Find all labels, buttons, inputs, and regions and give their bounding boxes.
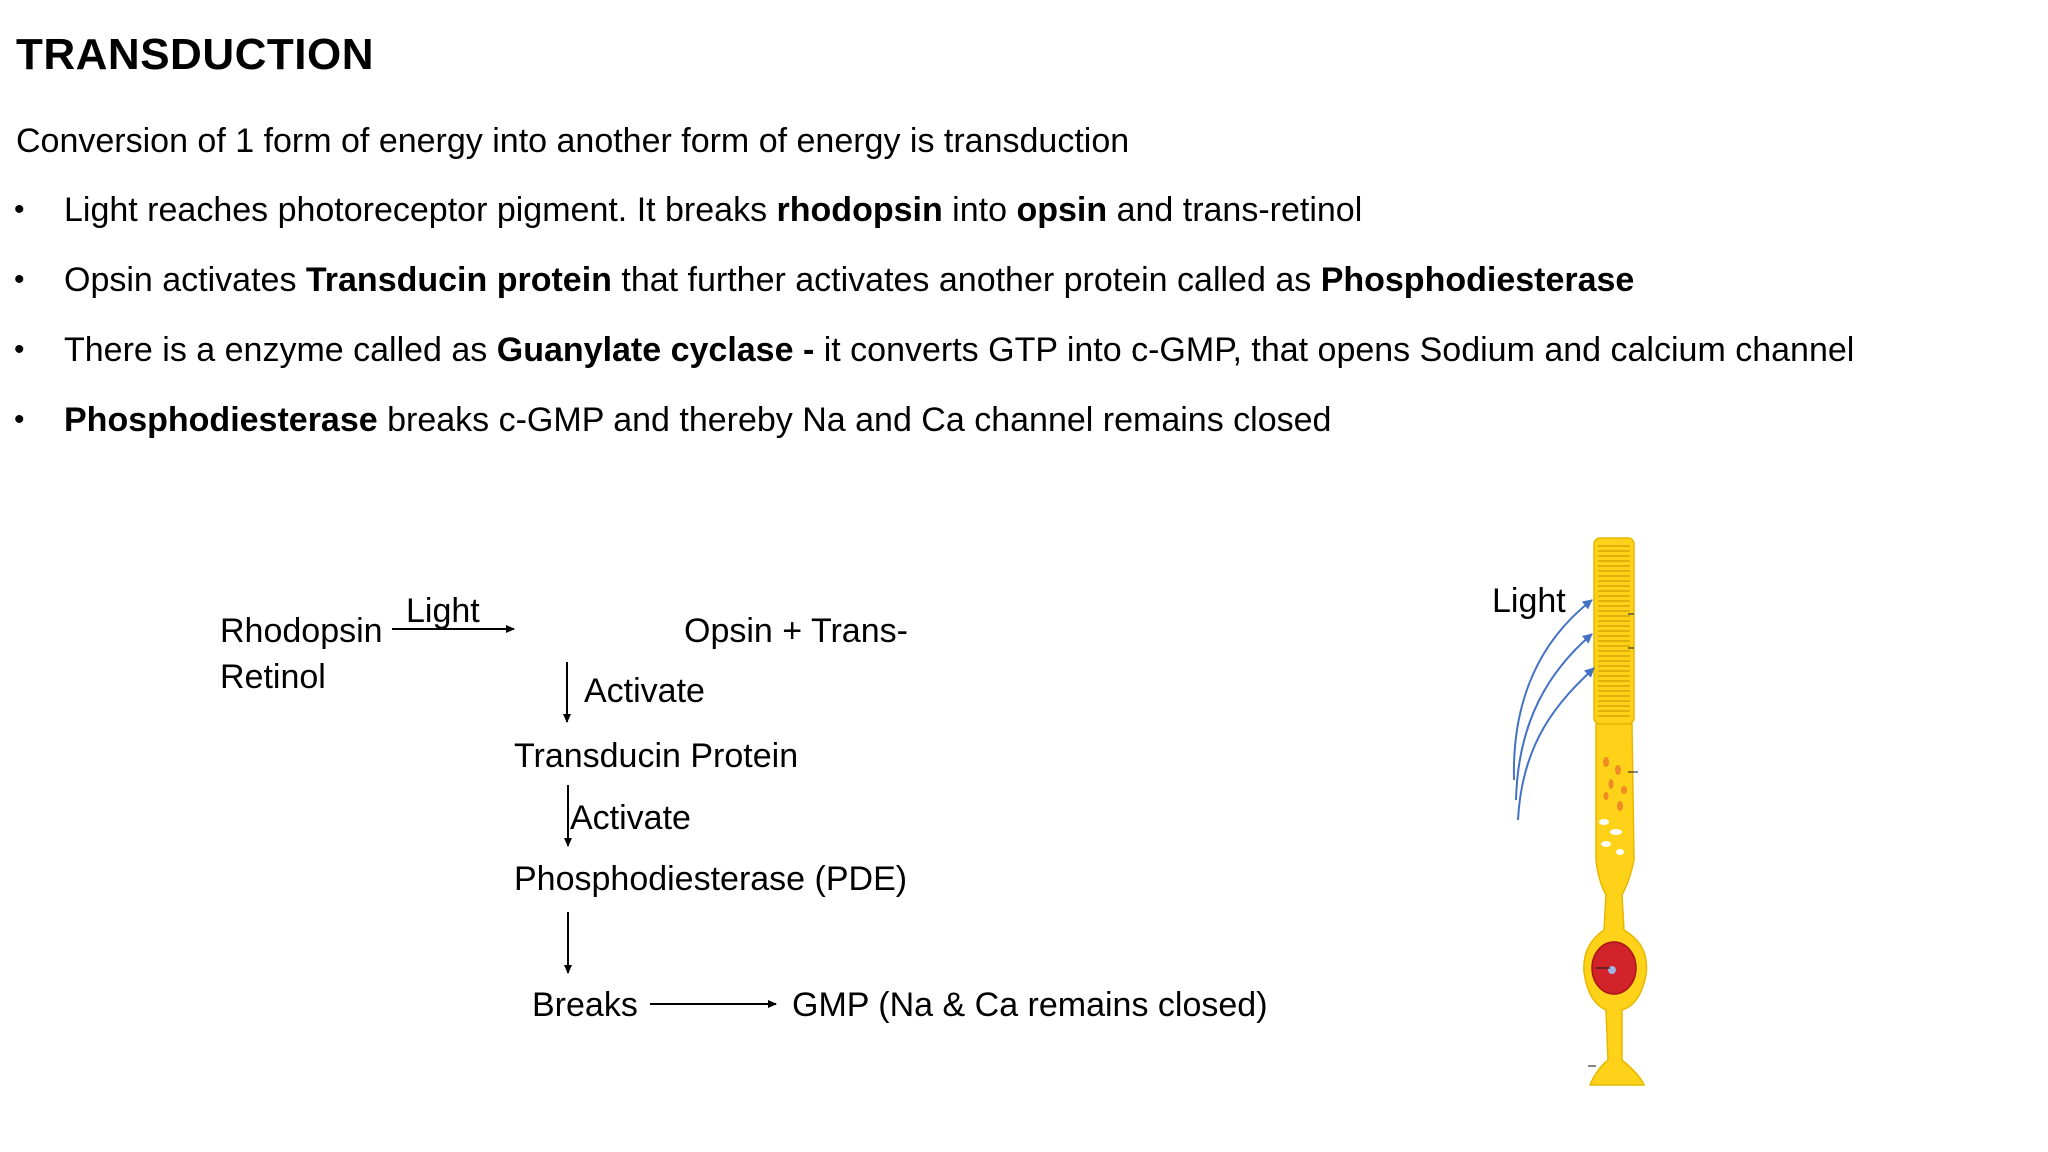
text-run: There is a enzyme called as: [64, 331, 497, 369]
bullet-item: • Light reaches photoreceptor pigment. It…: [0, 188, 1854, 258]
light-rays: [1512, 599, 1595, 821]
mitochondria: [1603, 757, 1627, 811]
bullet-dot: •: [14, 263, 25, 296]
bold-term: Phosphodiesterase: [64, 401, 378, 439]
text-run: Opsin activates: [64, 261, 306, 299]
flow-breaks: Breaks: [532, 986, 638, 1024]
text-run: and trans-retinol: [1107, 191, 1363, 229]
photoreceptor-cell: [1583, 537, 1648, 1086]
text-run: that further activates another protein c…: [611, 261, 1321, 299]
text-run: into: [942, 191, 1017, 229]
text-run: Light reaches photoreceptor pigment. It …: [64, 191, 777, 229]
bullet-dot: •: [14, 333, 25, 366]
nucleus: [1591, 941, 1637, 995]
disc-stack: [1598, 545, 1630, 717]
bold-term: Guanylate cyclase -: [496, 331, 815, 369]
text-run: it converts GTP into c-GMP, that opens S…: [814, 331, 1855, 369]
bullet-text: There is a enzyme called as Guanylate cy…: [64, 331, 1854, 369]
bullet-item: • There is a enzyme called as Guanylate c…: [0, 328, 1854, 398]
flow-opsin: Opsin + Trans-: [684, 612, 908, 650]
bullet-dot: •: [14, 403, 25, 436]
bullet-item: • Opsin activates Transducin protein that…: [0, 258, 1854, 328]
flow-transducin: Transducin Protein: [514, 737, 799, 775]
slide-title: TRANSDUCTION: [16, 30, 374, 79]
bold-term: opsin: [1016, 191, 1108, 229]
intro-text: Conversion of 1 form of energy into anot…: [16, 122, 1130, 160]
bullet-text: Phosphodiesterase breaks c-GMP and there…: [64, 401, 1331, 439]
bullet-list: • Light reaches photoreceptor pigment. It…: [0, 188, 1854, 468]
bold-term: Phosphodiesterase: [1320, 261, 1635, 299]
text-run: breaks c-GMP and thereby Na and Ca chann…: [377, 401, 1332, 439]
photoreceptor-light-label: Light: [1492, 582, 1566, 620]
flow-retinol: Retinol: [220, 658, 326, 696]
bullet-text: Opsin activates Transducin protein that …: [64, 261, 1634, 299]
bullet-text: Light reaches photoreceptor pigment. It …: [64, 191, 1362, 229]
flow-rhodopsin: Rhodopsin: [220, 612, 383, 650]
flow-activate-1: Activate: [584, 672, 705, 710]
flow-activate-2: Activate: [570, 799, 691, 837]
flow-gmp: GMP (Na & Ca remains closed): [792, 986, 1268, 1024]
bold-term: rhodopsin: [776, 191, 943, 229]
bullet-item: • Phosphodiesterase breaks c-GMP and ther…: [0, 398, 1854, 468]
bullet-dot: •: [14, 193, 25, 226]
bold-term: Transducin protein: [305, 261, 612, 299]
flow-pde: Phosphodiesterase (PDE): [514, 860, 908, 898]
flow-light-label: Light: [406, 592, 480, 630]
granules: [1599, 819, 1624, 855]
